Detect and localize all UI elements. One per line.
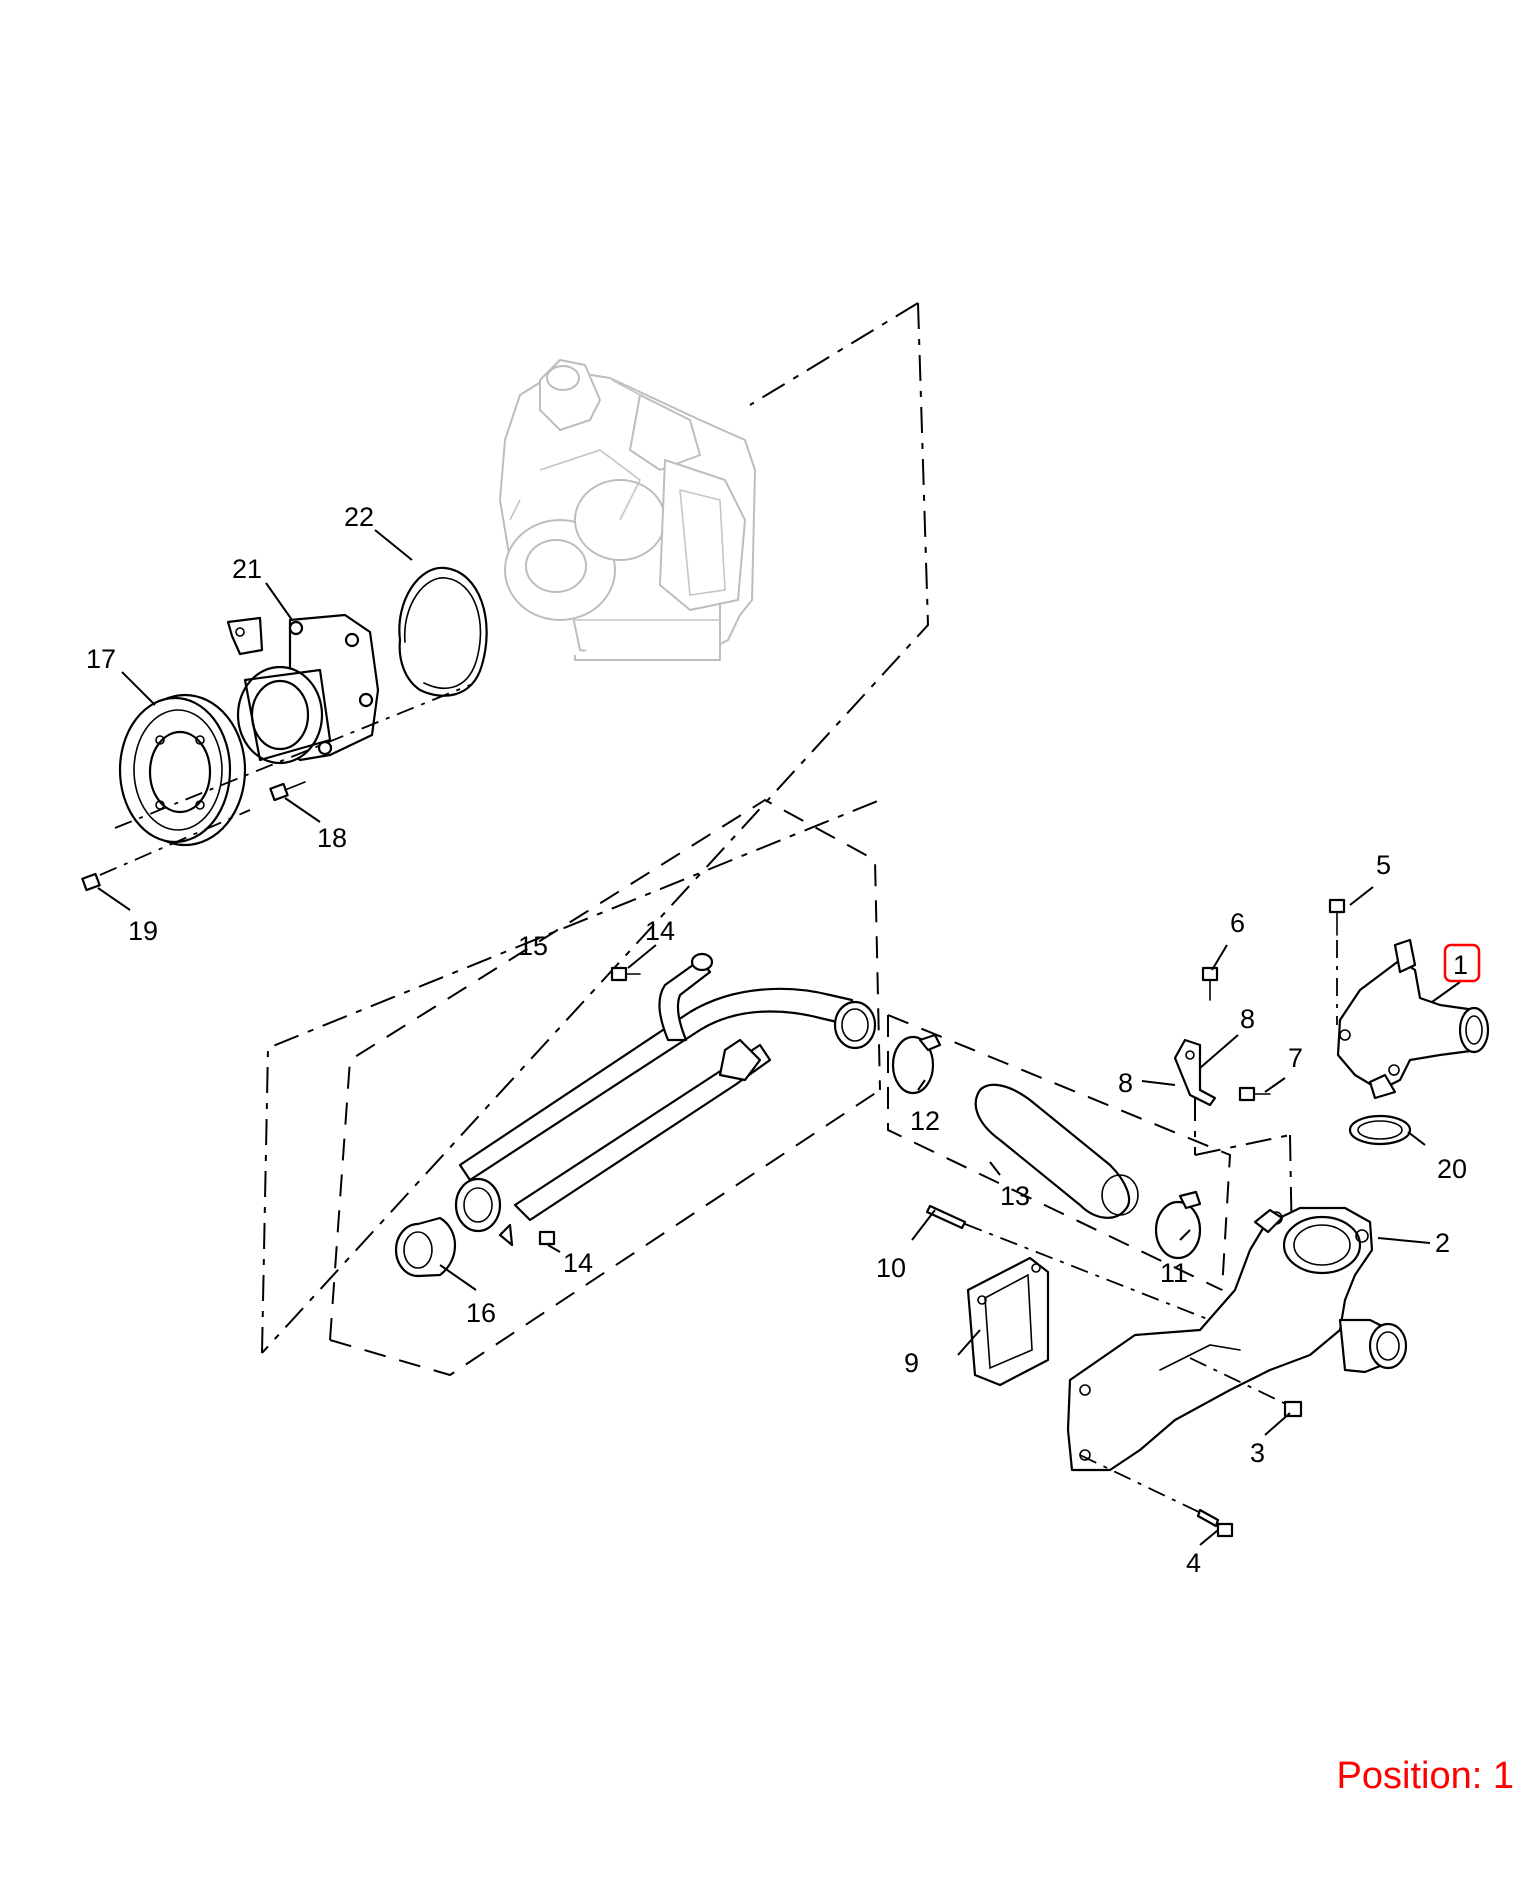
assembly-outline-lines — [261, 302, 1293, 1377]
part-21-water-pump[interactable] — [226, 613, 380, 765]
callout-17[interactable]: 17 — [86, 644, 116, 674]
part-8-bracket[interactable] — [1173, 1038, 1217, 1107]
axis-stud — [964, 1223, 1211, 1321]
part-16-sleeve[interactable] — [394, 1216, 456, 1278]
part-7-bolt[interactable] — [1238, 1086, 1271, 1102]
callout-9[interactable]: 9 — [904, 1348, 919, 1378]
position-indicator: Position: 1 — [1336, 1755, 1514, 1797]
part-6-bolt[interactable] — [1201, 966, 1219, 1001]
callout-19[interactable]: 19 — [128, 916, 158, 946]
part-18-bolt[interactable] — [269, 781, 306, 802]
part-14-bolt-upper[interactable] — [610, 966, 641, 982]
callout-7[interactable]: 7 — [1288, 1043, 1303, 1073]
callout-11[interactable]: 11 — [1160, 1258, 1188, 1288]
part-12-clamp[interactable] — [891, 1033, 942, 1095]
centre-axis-bolt19 — [99, 809, 251, 876]
part-19-bolt[interactable] — [81, 872, 101, 892]
axis-bolt4 — [1079, 1454, 1206, 1516]
part-1-thermostat-housing[interactable] — [1336, 938, 1490, 1100]
callout-14-upper[interactable]: 14 — [645, 916, 675, 946]
callout-15[interactable]: 15 — [518, 931, 548, 961]
part-3-nut[interactable] — [1283, 1400, 1303, 1418]
callout-6[interactable]: 6 — [1230, 908, 1245, 938]
callout-3[interactable]: 3 — [1250, 1438, 1265, 1468]
part-14-bolt-lower[interactable] — [538, 1230, 556, 1246]
centre-axis-pump — [114, 684, 471, 829]
part-9-gasket-plate[interactable] — [966, 1256, 1050, 1387]
part-2-coolant-housing[interactable] — [1066, 1206, 1408, 1472]
callout-1[interactable]: 1 — [1453, 950, 1468, 980]
callout-labels: 1 2 3 4 5 6 7 8 8 9 10 11 12 13 14 14 15… — [86, 502, 1468, 1578]
callout-12[interactable]: 12 — [910, 1106, 940, 1136]
callout-4[interactable]: 4 — [1186, 1548, 1201, 1578]
part-5-bolt[interactable] — [1328, 898, 1346, 936]
part-10-stud[interactable] — [925, 1204, 967, 1230]
callout-8-left[interactable]: 8 — [1118, 1068, 1133, 1098]
part-22-gasket[interactable] — [398, 566, 488, 697]
part-13-hose[interactable] — [974, 1083, 1139, 1219]
part-11-clamp[interactable] — [1154, 1190, 1202, 1260]
callout-8-upper[interactable]: 8 — [1240, 1004, 1255, 1034]
engine-block-ghost — [499, 359, 756, 661]
callout-21[interactable]: 21 — [232, 554, 262, 584]
axis-nut — [1189, 1357, 1289, 1406]
callout-5[interactable]: 5 — [1376, 850, 1391, 880]
leader-lines — [97, 529, 1461, 1546]
callout-20[interactable]: 20 — [1437, 1154, 1467, 1184]
part-15-coolant-pipe[interactable] — [454, 952, 877, 1247]
callout-10[interactable]: 10 — [876, 1253, 906, 1283]
callout-18[interactable]: 18 — [317, 823, 347, 853]
part-20-seal-ring[interactable] — [1348, 1114, 1412, 1146]
callout-14-lower[interactable]: 14 — [563, 1248, 593, 1278]
callout-16[interactable]: 16 — [466, 1298, 496, 1328]
callout-1-highlight — [1443, 943, 1481, 983]
callout-2[interactable]: 2 — [1435, 1228, 1450, 1258]
part-17-pulley[interactable] — [118, 693, 247, 847]
callout-13[interactable]: 13 — [1000, 1181, 1030, 1211]
callout-22[interactable]: 22 — [344, 502, 374, 532]
